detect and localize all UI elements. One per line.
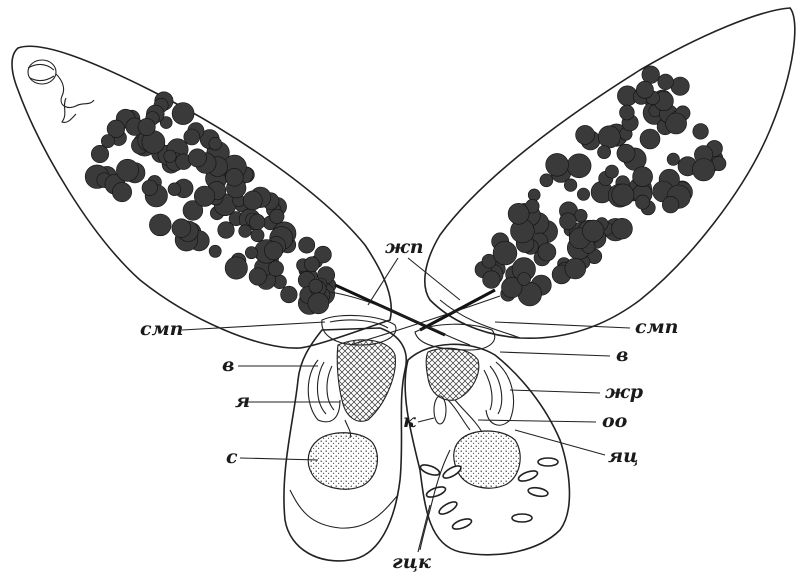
follicle (560, 213, 577, 230)
follicle (299, 237, 315, 253)
follicle (582, 220, 604, 242)
egg (512, 514, 532, 522)
follicle (598, 126, 620, 148)
follicle (308, 293, 329, 314)
follicle (508, 203, 529, 224)
follicle (226, 168, 244, 186)
follicle (671, 77, 689, 95)
label-ya: я (235, 392, 250, 411)
follicle (172, 219, 191, 238)
label-zhr: жр (605, 383, 643, 402)
follicle (304, 257, 319, 272)
follicle (662, 196, 679, 213)
follicle (693, 124, 709, 140)
left-ovary (337, 340, 395, 422)
follicle (218, 222, 235, 239)
follicle (164, 150, 176, 162)
egg (527, 486, 548, 497)
left-vitellaria-cluster (85, 92, 336, 315)
follicle (251, 229, 264, 242)
follicle (101, 135, 114, 148)
follicle (138, 118, 155, 135)
follicle (642, 66, 660, 84)
label-gtsk: гцк (392, 553, 431, 572)
label-k: к (403, 412, 416, 431)
follicle (667, 153, 679, 165)
follicle (239, 225, 252, 238)
follicle (546, 153, 569, 176)
follicle (666, 113, 687, 134)
follicle (598, 146, 611, 159)
follicle (194, 186, 214, 206)
ootype-capsule (434, 396, 446, 424)
follicle (116, 159, 138, 181)
follicle (633, 167, 653, 187)
follicle (636, 81, 653, 98)
follicle (268, 261, 283, 276)
follicle (264, 241, 282, 259)
follicle (270, 209, 284, 223)
egg (517, 469, 539, 483)
right-vitellaria-cluster (475, 66, 726, 306)
egg (451, 517, 473, 531)
right-ovary (426, 348, 479, 400)
follicle (188, 149, 206, 167)
follicle (565, 258, 586, 279)
follicle (245, 247, 257, 259)
label-smp-left: смп (140, 320, 183, 339)
egg (437, 500, 458, 517)
follicle (620, 105, 635, 120)
label-smp-right: смп (635, 318, 678, 337)
label-zhp: жп (385, 238, 424, 257)
follicle (577, 188, 589, 200)
label-oo: оо (602, 412, 627, 431)
follicle (636, 195, 650, 209)
follicle (576, 125, 595, 144)
follicle (612, 184, 634, 206)
follicle (540, 174, 553, 187)
right-seminal-receptacle (454, 431, 520, 488)
label-v-left: в (222, 356, 234, 375)
left-head-organs (28, 60, 94, 122)
egg (441, 464, 462, 481)
follicle (249, 214, 265, 230)
follicle (149, 214, 171, 236)
follicle (493, 241, 517, 265)
follicle (518, 273, 531, 286)
follicle (209, 137, 222, 150)
label-v-right: в (616, 346, 628, 365)
label-s: с (226, 448, 238, 467)
follicle (172, 103, 194, 125)
follicle (605, 165, 618, 178)
follicle (168, 183, 181, 196)
follicle (692, 159, 714, 181)
follicle (483, 271, 501, 289)
follicle (309, 279, 323, 293)
follicle (528, 189, 540, 201)
egg (538, 458, 558, 466)
left-seminal-receptacle (308, 433, 377, 489)
follicle (281, 286, 298, 303)
follicle (567, 154, 591, 178)
follicle (658, 74, 674, 90)
follicle (538, 243, 556, 261)
follicle (564, 179, 577, 192)
follicle (184, 129, 200, 145)
follicle (640, 129, 660, 149)
egg (419, 463, 441, 477)
follicle (112, 182, 131, 201)
follicle (209, 245, 221, 257)
follicle (91, 145, 108, 162)
follicle (225, 257, 247, 279)
follicle (617, 144, 635, 162)
label-yats: яц (608, 447, 638, 466)
follicle (612, 218, 633, 239)
follicle (249, 268, 266, 285)
follicle (243, 191, 262, 210)
follicle (142, 180, 158, 196)
